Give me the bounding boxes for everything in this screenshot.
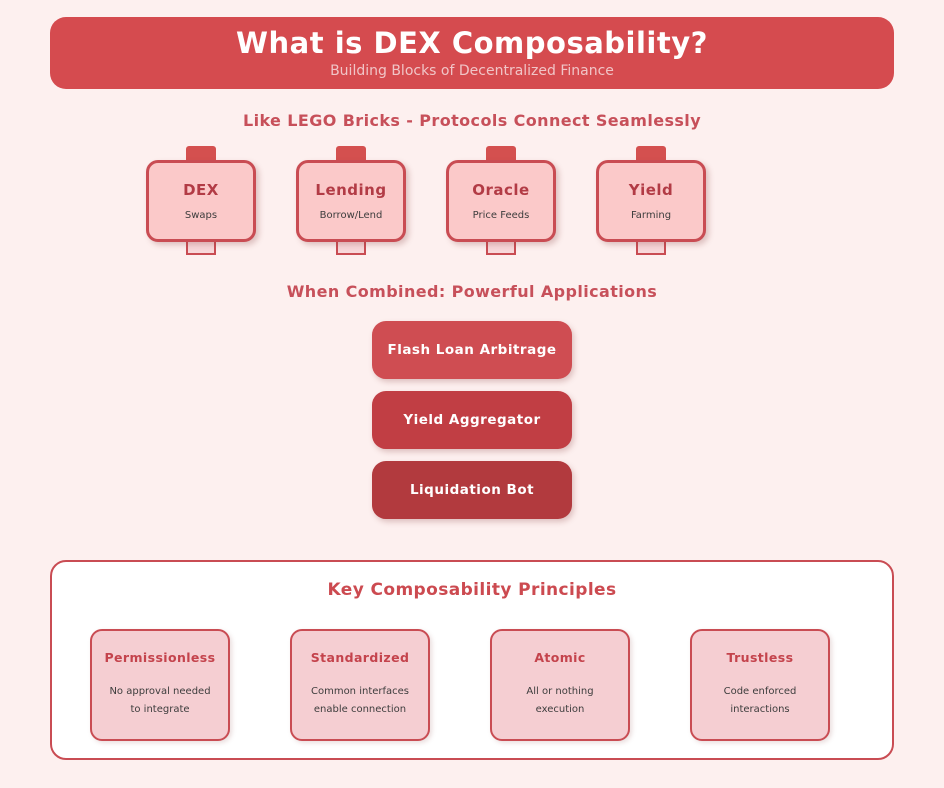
combined-section-heading: When Combined: Powerful Applications (286, 282, 658, 301)
principle-line: interactions (730, 704, 790, 715)
principle-title: Standardized (310, 650, 410, 665)
lego-socket (486, 240, 516, 255)
brick-title: Oracle (472, 181, 530, 199)
principle-title: Atomic (534, 650, 586, 665)
principle-line: Code enforced (723, 686, 797, 697)
brick-title: DEX (183, 181, 219, 199)
protocol-brick-oracle: Oracle Price Feeds (446, 146, 556, 255)
principle-title: Permissionless (104, 650, 216, 665)
app-liquidation-bot: Liquidation Bot (372, 461, 572, 519)
principle-line: All or nothing (526, 686, 594, 697)
lego-stud (636, 146, 666, 160)
principles-panel: Key Composability Principles Permissionl… (50, 560, 894, 760)
principle-description: Common interfaces enable connection (292, 683, 428, 719)
principle-line: execution (535, 704, 585, 715)
lego-socket (336, 240, 366, 255)
protocol-brick-lending: Lending Borrow/Lend (296, 146, 406, 255)
protocol-brick-dex: DEX Swaps (146, 146, 256, 255)
applications-stack: Flash Loan Arbitrage Yield Aggregator Li… (372, 321, 572, 519)
principle-card-atomic: Atomic All or nothing execution (490, 629, 630, 741)
page-subtitle: Building Blocks of Decentralized Finance (330, 63, 614, 79)
principle-description: No approval needed to integrate (92, 683, 228, 719)
principle-description: All or nothing execution (492, 683, 628, 719)
lego-stud (186, 146, 216, 160)
page-title: What is DEX Composability? (236, 26, 708, 60)
principles-heading: Key Composability Principles (327, 580, 617, 600)
brick-title: Yield (628, 181, 674, 199)
brick-body: DEX Swaps (146, 160, 256, 242)
principle-card-permissionless: Permissionless No approval needed to int… (90, 629, 230, 741)
brick-subtitle: Swaps (184, 210, 218, 221)
principle-line: to integrate (130, 704, 190, 715)
lego-socket (186, 240, 216, 255)
lego-stud (336, 146, 366, 160)
app-flash-loan-arbitrage: Flash Loan Arbitrage (372, 321, 572, 379)
brick-subtitle: Borrow/Lend (319, 210, 383, 221)
brick-subtitle: Farming (630, 210, 672, 221)
header-banner: What is DEX Composability? Building Bloc… (50, 17, 894, 89)
brick-title: Lending (315, 181, 387, 199)
brick-body: Yield Farming (596, 160, 706, 242)
protocol-bricks-row: DEX Swaps Lending Borrow/Lend Oracle Pri… (146, 146, 706, 255)
brick-subtitle: Price Feeds (472, 210, 530, 221)
brick-body: Oracle Price Feeds (446, 160, 556, 242)
brick-body: Lending Borrow/Lend (296, 160, 406, 242)
principles-cards-row: Permissionless No approval needed to int… (90, 629, 830, 741)
principle-line: Common interfaces (310, 686, 410, 697)
principle-description: Code enforced interactions (692, 683, 828, 719)
lego-stud (486, 146, 516, 160)
lego-section-heading: Like LEGO Bricks - Protocols Connect Sea… (242, 111, 702, 130)
protocol-brick-yield: Yield Farming (596, 146, 706, 255)
app-yield-aggregator: Yield Aggregator (372, 391, 572, 449)
principle-line: enable connection (313, 704, 407, 715)
lego-socket (636, 240, 666, 255)
principle-line: No approval needed (109, 686, 211, 697)
principle-title: Trustless (726, 650, 794, 665)
principle-card-trustless: Trustless Code enforced interactions (690, 629, 830, 741)
principle-card-standardized: Standardized Common interfaces enable co… (290, 629, 430, 741)
